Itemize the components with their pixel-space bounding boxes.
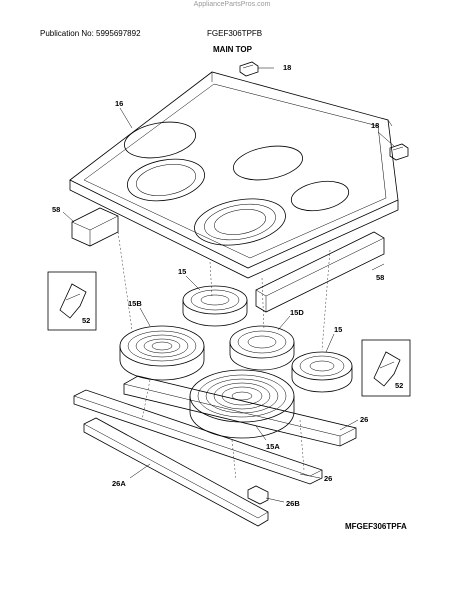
callout-52-right: 52	[395, 381, 403, 390]
callout-15-back: 15	[178, 267, 186, 276]
element-15B[interactable]	[119, 307, 205, 381]
main-top-16[interactable]	[69, 71, 399, 279]
callout-15-right: 15	[334, 325, 342, 334]
publication-number: Publication No: 5995697892	[40, 29, 141, 38]
diagram-id: MFGEF306TPFA	[345, 522, 407, 531]
callout-58-right: 58	[376, 273, 384, 282]
callout-16: 16	[115, 99, 123, 108]
callout-15D: 15D	[290, 308, 304, 317]
model-number: FGEF306TPFB	[207, 29, 263, 38]
element-15-back[interactable]	[182, 275, 248, 327]
section-title: MAIN TOP	[213, 45, 252, 54]
callout-52-left: 52	[82, 316, 90, 325]
element-15-right[interactable]	[291, 333, 353, 393]
element-15D[interactable]	[229, 315, 295, 371]
watermark: AppliancePartsPros.com	[193, 1, 271, 8]
rail-26A[interactable]	[83, 417, 269, 527]
callout-58-left: 58	[52, 205, 60, 214]
element-15A[interactable]	[189, 369, 295, 441]
callout-18-top: 18	[283, 63, 291, 72]
callout-26-right: 26	[360, 415, 368, 424]
callout-26B: 26B	[286, 499, 300, 508]
trim-58-left[interactable]	[62, 207, 119, 247]
callout-26A: 26A	[112, 479, 126, 488]
inset-52-left[interactable]	[47, 271, 97, 331]
rail-26B[interactable]	[247, 485, 285, 505]
inset-52-right[interactable]	[361, 339, 411, 397]
rail-26-right[interactable]	[123, 375, 359, 447]
bracket-18-right[interactable]	[377, 131, 409, 161]
rail-26-lower[interactable]	[73, 389, 323, 485]
callout-15B: 15B	[128, 299, 142, 308]
trim-58-right[interactable]	[255, 231, 385, 313]
callout-15A: 15A	[266, 442, 280, 451]
bracket-18-top[interactable]	[239, 61, 274, 77]
callout-26-lower: 26	[324, 474, 332, 483]
